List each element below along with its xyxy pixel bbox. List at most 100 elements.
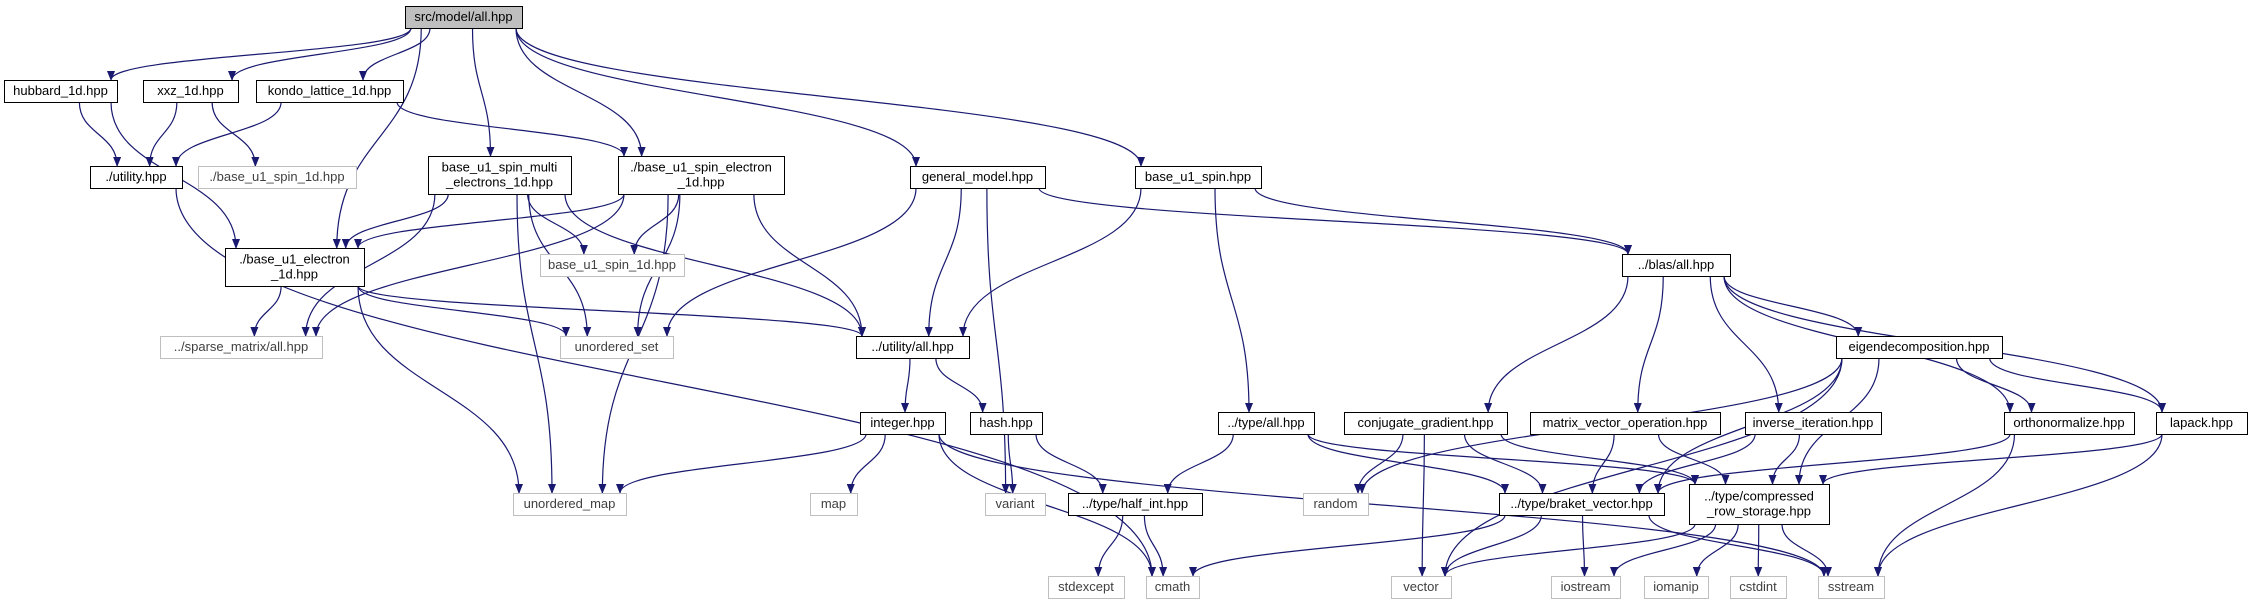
edge-crs-to-iomanip (1692, 523, 1739, 577)
node-general_model[interactable]: general_model.hpp (910, 166, 1046, 189)
node-iomanip: iomanip (1644, 576, 1709, 599)
node-blas_all[interactable]: ../blas/all.hpp (1622, 254, 1731, 277)
node-label-vector: vector (1403, 579, 1439, 594)
edge-electron-to-sparse_all (250, 285, 282, 337)
node-type_all[interactable]: ../type/all.hpp (1218, 412, 1315, 435)
node-box-integer (860, 412, 946, 435)
node-label-lapack: lapack.hpp (2170, 415, 2233, 430)
node-utility_local[interactable]: ./utility.hpp (90, 166, 183, 189)
node-label-xxz: xxz_1d.hpp (157, 83, 224, 98)
node-box-xxz (143, 80, 239, 103)
edge-utility_all-to-integer (901, 357, 911, 413)
edge-blas_all-to-conjugate_gradient (1484, 275, 1629, 413)
node-box-hubbard (4, 80, 118, 103)
edge-integer-to-unordered_map (616, 433, 867, 494)
edge-spin_electron-to-base_u1_spin_1d (630, 193, 680, 255)
node-box-iomanip (1644, 576, 1709, 599)
node-box-base_u1_spin_1d_local (198, 166, 357, 189)
node-sstream: sstream (1818, 576, 1885, 599)
node-label-mvo: matrix_vector_operation.hpp (1543, 415, 1708, 430)
node-cstdint: cstdint (1730, 576, 1787, 599)
edge-type_all-to-crs (1307, 433, 1699, 485)
edge-root-to-base_u1_spin (515, 27, 1145, 167)
node-unordered_map: unordered_map (513, 493, 627, 516)
edge-multi_electrons-to-sparse_all (301, 193, 436, 337)
node-braket_vector[interactable]: ../type/braket_vector.hpp (1499, 493, 1665, 516)
node-label-orthonormalize: orthonormalize.hpp (2013, 415, 2124, 430)
node-label-root: src/model/all.hpp (414, 9, 512, 24)
node-crs[interactable]: ../type/compressed_row_storage.hpp (1689, 484, 1830, 525)
edge-utility_local-to-cmath (175, 187, 1156, 577)
edge-crs-to-vector (1441, 523, 1696, 577)
node-box-multi_electrons (428, 156, 572, 195)
node-box-vector (1391, 576, 1452, 599)
node-label-random: random (1313, 496, 1357, 511)
edge-half_int-to-cmath (1143, 514, 1168, 577)
node-conjugate_gradient[interactable]: conjugate_gradient.hpp (1344, 412, 1508, 435)
node-box-type_all (1218, 412, 1315, 435)
edge-general_model-to-unordered_set (663, 187, 917, 337)
edge-root-to-general_model (515, 27, 920, 167)
node-label-multi_electrons-line-0: base_u1_spin_multi (442, 160, 558, 175)
node-electron[interactable]: ./base_u1_electron_1d.hpp (225, 248, 365, 287)
node-box-sstream (1818, 576, 1885, 599)
node-hubbard[interactable]: hubbard_1d.hpp (4, 80, 118, 103)
edge-conjugate_gradient-to-random (1354, 433, 1404, 494)
node-label-stdexcept: stdexcept (1058, 579, 1114, 594)
edge-type_all-to-braket_vector (1307, 433, 1509, 494)
node-label-map: map (821, 496, 846, 511)
node-vector: vector (1391, 576, 1452, 599)
edge-xxz-to-base_u1_spin_1d_local (211, 101, 260, 167)
node-spin_electron[interactable]: ./base_u1_spin_electron_1d.hpp (618, 156, 785, 195)
edge-kondo-to-utility_local (172, 101, 282, 167)
edge-orthonormalize-to-sstream (1874, 433, 2016, 577)
node-mvo[interactable]: matrix_vector_operation.hpp (1530, 412, 1721, 435)
edge-conjugate_gradient-to-braket_vector (1463, 433, 1547, 494)
node-label-general_model: general_model.hpp (922, 169, 1033, 184)
edge-root-to-hubbard (107, 27, 412, 81)
node-base_u1_spin[interactable]: base_u1_spin.hpp (1135, 166, 1262, 189)
node-box-crs (1689, 484, 1830, 525)
edge-lapack-to-crs (1819, 433, 2163, 485)
edge-spin_electron-to-utility_all (753, 193, 866, 337)
node-box-electron (225, 248, 365, 287)
node-half_int[interactable]: ../type/half_int.hpp (1068, 493, 1203, 516)
edge-electron-to-unordered_map (357, 285, 523, 494)
node-hash[interactable]: hash.hpp (970, 412, 1043, 435)
node-kondo[interactable]: kondo_lattice_1d.hpp (256, 80, 404, 103)
edge-crs-to-cstdint (1754, 523, 1763, 577)
edge-general_model-to-variant (986, 187, 1010, 494)
node-integer[interactable]: integer.hpp (860, 412, 946, 435)
node-eigendecomposition[interactable]: eigendecomposition.hpp (1836, 336, 2003, 359)
node-sparse_all: ../sparse_matrix/all.hpp (160, 336, 323, 359)
node-orthonormalize[interactable]: orthonormalize.hpp (2004, 412, 2135, 435)
node-box-base_u1_spin (1135, 166, 1262, 189)
edge-inverse_iteration-to-crs (1768, 433, 1801, 485)
node-label-half_int: ../type/half_int.hpp (1082, 496, 1188, 511)
edge-utility_all-to-hash (935, 357, 987, 413)
edge-crs-to-sstream (1781, 523, 1832, 577)
node-multi_electrons[interactable]: base_u1_spin_multi_electrons_1d.hpp (428, 156, 572, 195)
node-xxz[interactable]: xxz_1d.hpp (143, 80, 239, 103)
node-box-hash (970, 412, 1043, 435)
edge-braket_vector-to-sstream (1648, 514, 1828, 577)
edges-layer (78, 27, 2166, 577)
edge-blas_all-to-mvo (1633, 275, 1664, 413)
edge-root-to-xxz (228, 27, 412, 81)
node-inverse_iteration[interactable]: inverse_iteration.hpp (1745, 412, 1882, 435)
edge-type_all-to-half_int (1163, 433, 1234, 494)
node-label-conjugate_gradient: conjugate_gradient.hpp (1358, 415, 1494, 430)
node-utility_all[interactable]: ../utility/all.hpp (856, 336, 970, 359)
node-map: map (810, 493, 858, 516)
edge-lapack-to-sstream (1874, 433, 2163, 577)
edge-mvo-to-crs (1657, 433, 1730, 485)
edge-hash-to-variant (1007, 433, 1017, 494)
node-root[interactable]: src/model/all.hpp (405, 6, 523, 29)
node-box-braket_vector (1499, 493, 1665, 516)
node-box-eigendecomposition (1836, 336, 2003, 359)
node-lapack[interactable]: lapack.hpp (2156, 412, 2248, 435)
node-box-sparse_all (160, 336, 323, 359)
node-label-integer: integer.hpp (870, 415, 934, 430)
node-label-unordered_set: unordered_set (575, 339, 659, 354)
node-random: random (1303, 493, 1369, 516)
